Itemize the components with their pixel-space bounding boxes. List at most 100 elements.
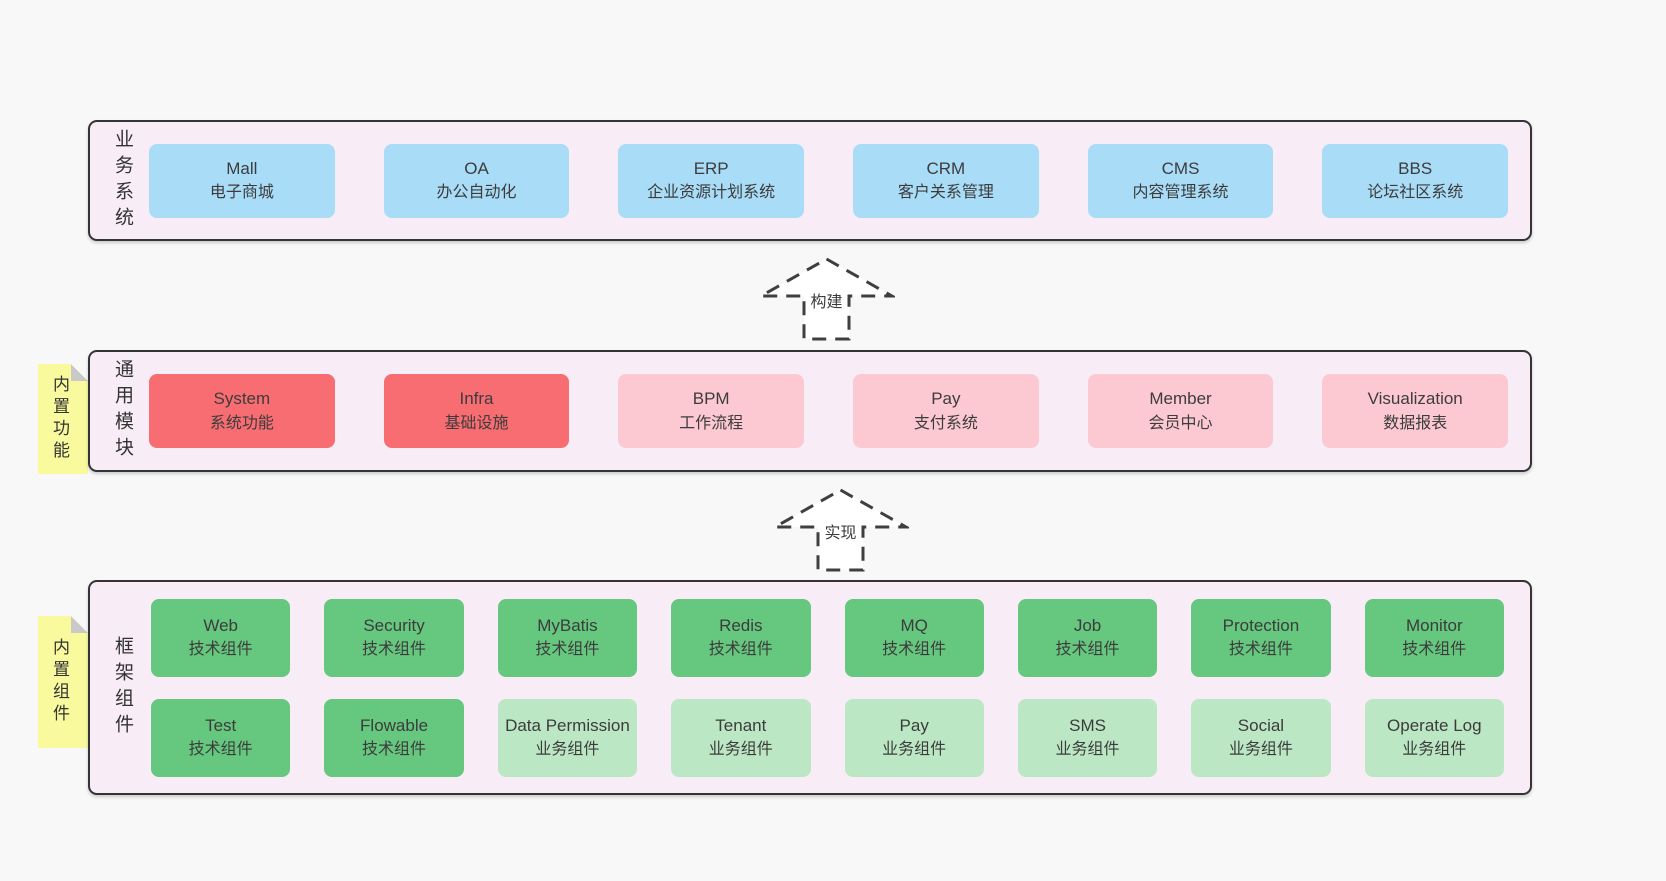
box-subtitle: 业务组件 [1402, 741, 1467, 759]
box-subtitle: 系统功能 [209, 414, 274, 432]
box-mq: MQ 技术组件 [844, 598, 984, 677]
box-subtitle: 支付系统 [913, 414, 978, 432]
box-title: CMS [1161, 158, 1200, 178]
box-bbs: BBS 论坛社区系统 [1322, 143, 1509, 218]
section-common-modules: 通用模块 System 系统功能 Infra 基础设施 BPM 工作流程 Pay… [88, 350, 1532, 472]
box-member: Member 会员中心 [1087, 374, 1274, 448]
arrow-implement: 实现 [772, 487, 909, 573]
sticky-tab-builtin-components: 内置组件 [38, 616, 88, 748]
box-subtitle: 技术组件 [362, 741, 427, 759]
box-title: Security [363, 615, 425, 635]
box-title: Job [1073, 615, 1102, 635]
box-title: Social [1237, 715, 1285, 735]
components-box-grid: Web 技术组件 Security 技术组件 MyBatis 技术组件 Redi… [137, 598, 1530, 777]
box-title: CRM [926, 158, 966, 178]
box-mall: Mall 电子商城 [149, 143, 335, 218]
box-title: MyBatis [537, 615, 598, 635]
box-flowable: Flowable 技术组件 [324, 698, 464, 777]
box-title: Monitor [1405, 615, 1463, 635]
box-test: Test 技术组件 [151, 698, 291, 777]
box-system: System 系统功能 [149, 374, 335, 448]
box-operate-log: Operate Log 业务组件 [1364, 698, 1504, 777]
box-title: Test [205, 715, 237, 735]
box-subtitle: 内容管理系统 [1132, 184, 1229, 202]
box-title: Redis [719, 615, 763, 635]
box-subtitle: 技术组件 [188, 641, 253, 659]
box-title: Member [1149, 389, 1212, 409]
box-redis: Redis 技术组件 [671, 598, 811, 677]
section-framework-components: 框架组件 Web 技术组件 Security 技术组件 MyBatis 技术组件… [88, 580, 1532, 795]
section-label-modules: 通用模块 [112, 359, 133, 463]
box-subtitle: 论坛社区系统 [1367, 184, 1464, 202]
box-title: Tenant [715, 715, 767, 735]
box-subtitle: 客户关系管理 [897, 184, 994, 202]
box-title: Web [203, 615, 239, 635]
box-protection: Protection 技术组件 [1191, 598, 1331, 677]
box-infra: Infra 基础设施 [383, 374, 570, 448]
box-bpm: BPM 工作流程 [618, 374, 805, 448]
box-web: Web 技术组件 [151, 598, 291, 677]
box-monitor: Monitor 技术组件 [1364, 598, 1504, 677]
box-subtitle: 会员中心 [1148, 414, 1213, 432]
arrow-implement-label: 实现 [821, 518, 860, 544]
box-subtitle: 业务组件 [882, 741, 947, 759]
box-title: Flowable [360, 715, 429, 735]
arrow-build: 构建 [758, 256, 895, 342]
box-subtitle: 企业资源计划系统 [647, 184, 776, 202]
box-title: ERP [693, 158, 729, 178]
box-title: BBS [1398, 158, 1433, 178]
box-social: Social 业务组件 [1191, 698, 1331, 777]
box-subtitle: 技术组件 [882, 641, 947, 659]
box-subtitle: 业务组件 [708, 741, 773, 759]
box-crm: CRM 客户关系管理 [853, 143, 1039, 218]
box-title: Infra [459, 389, 494, 409]
box-subtitle: 业务组件 [1055, 741, 1120, 759]
box-title: Pay [931, 389, 961, 409]
sticky-tab-builtin-features: 内置功能 [38, 364, 88, 474]
box-data-permission: Data Permission 业务组件 [497, 698, 638, 777]
box-subtitle: 基础设施 [444, 414, 509, 432]
box-title: Data Permission [505, 715, 630, 735]
box-subtitle: 技术组件 [1228, 641, 1293, 659]
box-title: Visualization [1367, 389, 1463, 409]
box-erp: ERP 企业资源计划系统 [618, 143, 805, 218]
box-title: SMS [1069, 715, 1106, 735]
box-security: Security 技术组件 [324, 598, 464, 677]
modules-box-row: System 系统功能 Infra 基础设施 BPM 工作流程 Pay 支付系统… [137, 374, 1530, 448]
box-title: OA [464, 158, 489, 178]
box-subtitle: 技术组件 [188, 741, 253, 759]
box-cms: CMS 内容管理系统 [1087, 143, 1274, 218]
box-subtitle: 技术组件 [1055, 641, 1120, 659]
folded-corner-icon [71, 616, 88, 633]
box-title: Pay [899, 715, 929, 735]
box-mybatis: MyBatis 技术组件 [497, 598, 638, 677]
section-label-business: 业务系统 [112, 128, 133, 233]
box-subtitle: 电子商城 [209, 184, 274, 202]
box-title: Mall [226, 158, 258, 178]
box-oa: OA 办公自动化 [383, 143, 570, 218]
box-subtitle: 数据报表 [1383, 414, 1448, 432]
box-subtitle: 业务组件 [535, 741, 600, 759]
box-subtitle: 技术组件 [708, 641, 773, 659]
box-title: System [213, 389, 271, 409]
arrow-build-label: 构建 [807, 287, 846, 313]
box-pay-component: Pay 业务组件 [844, 698, 984, 777]
box-subtitle: 技术组件 [1402, 641, 1467, 659]
box-title: Protection [1222, 615, 1300, 635]
section-business-systems: 业务系统 Mall 电子商城 OA 办公自动化 ERP 企业资源计划系统 CRM… [88, 120, 1532, 241]
box-subtitle: 业务组件 [1228, 741, 1293, 759]
box-subtitle: 技术组件 [535, 641, 600, 659]
section-label-components: 框架组件 [112, 635, 133, 740]
box-title: Operate Log [1387, 715, 1482, 735]
box-pay-system: Pay 支付系统 [853, 374, 1039, 448]
box-subtitle: 工作流程 [679, 414, 744, 432]
box-title: MQ [900, 615, 928, 635]
folded-corner-icon [71, 364, 88, 381]
tab-label: 内置功能 [50, 375, 69, 463]
box-subtitle: 技术组件 [362, 641, 427, 659]
box-visualization: Visualization 数据报表 [1322, 374, 1509, 448]
box-title: BPM [692, 389, 730, 409]
box-sms: SMS 业务组件 [1017, 698, 1158, 777]
box-tenant: Tenant 业务组件 [671, 698, 811, 777]
